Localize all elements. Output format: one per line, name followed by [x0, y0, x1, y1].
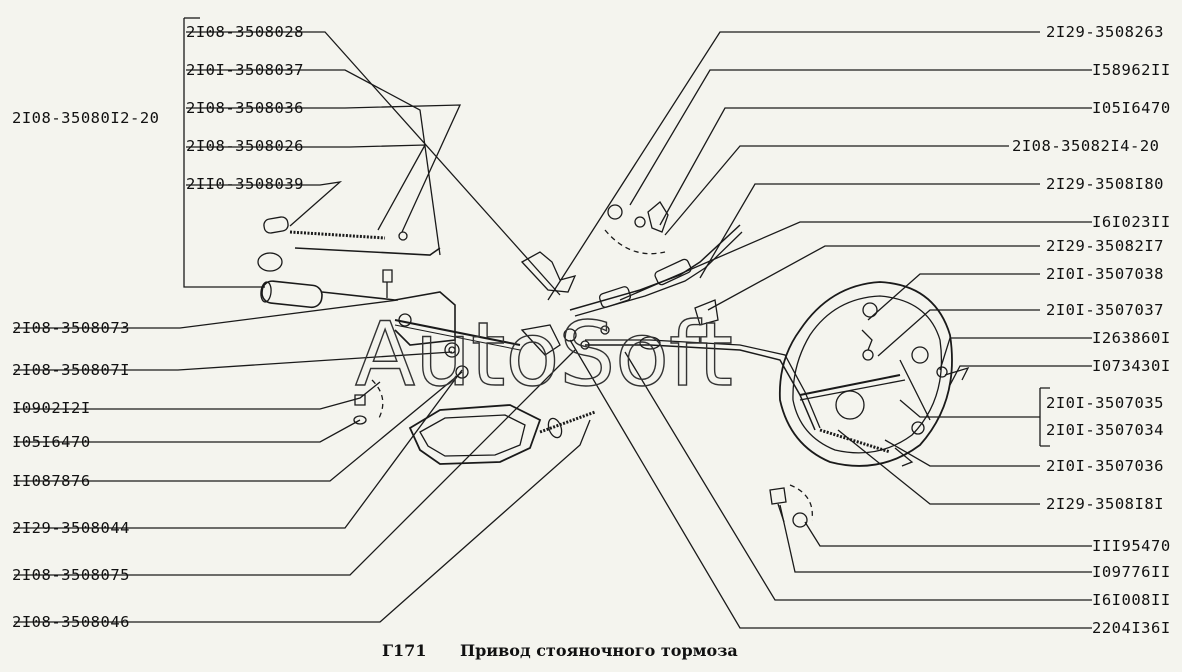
part-label-right: I263860I: [1092, 329, 1171, 347]
part-label-left: 2I08-3508075: [12, 566, 130, 584]
part-label-right: I09776II: [1092, 563, 1171, 581]
part-label-left: 2I08-35080I2-20: [12, 109, 160, 127]
part-label-right: I58962II: [1092, 61, 1171, 79]
part-label-right: 2I0I-3507038: [1046, 265, 1164, 283]
part-label-right: 2I0I-3507036: [1046, 457, 1164, 475]
part-label-right: 2I29-3508263: [1046, 23, 1164, 41]
part-label-right: I073430I: [1092, 357, 1171, 375]
part-label-left: II087876: [12, 472, 91, 490]
part-label-right: 2I0I-3507037: [1046, 301, 1164, 319]
part-label-left: 2I29-3508044: [12, 519, 130, 537]
figure-title: Привод стояночного тормоза: [460, 641, 738, 660]
part-label-right: I05I6470: [1092, 99, 1171, 117]
part-label-right: 2I29-3508I80: [1046, 175, 1164, 193]
part-label-left: 2I08-3508036: [186, 99, 304, 117]
part-label-right: 2I0I-3507035: [1046, 394, 1164, 412]
part-label-right: 2I29-35082I7: [1046, 237, 1164, 255]
part-label-left: 2I08-3508073: [12, 319, 130, 337]
part-label-left: I05I6470: [12, 433, 91, 451]
part-label-right: I6I008II: [1092, 591, 1171, 609]
part-label-left: 2I08-3508026: [186, 137, 304, 155]
part-label-left: 2I08-3508046: [12, 613, 130, 631]
watermark-text: AutoSoft: [355, 303, 733, 406]
part-label-left: 2I0I-3508037: [186, 61, 304, 79]
part-label-left: 2II0-3508039: [186, 175, 304, 193]
part-label-right: 2204I36I: [1092, 619, 1171, 637]
part-label-right: 2I08-35082I4-20: [1012, 137, 1160, 155]
part-label-left: 2I08-350807I: [12, 361, 130, 379]
part-label-right: 2I0I-3507034: [1046, 421, 1164, 439]
part-label-left: I0902I2I: [12, 399, 91, 417]
figure-code: Г171: [382, 641, 427, 660]
part-label-right: 2I29-3508I8I: [1046, 495, 1164, 513]
part-label-left: 2I08-3508028: [186, 23, 304, 41]
leader: [186, 31, 561, 296]
part-label-right: III95470: [1092, 537, 1171, 555]
part-label-right: I6I023II: [1092, 213, 1171, 231]
bracket-left: [183, 18, 265, 288]
